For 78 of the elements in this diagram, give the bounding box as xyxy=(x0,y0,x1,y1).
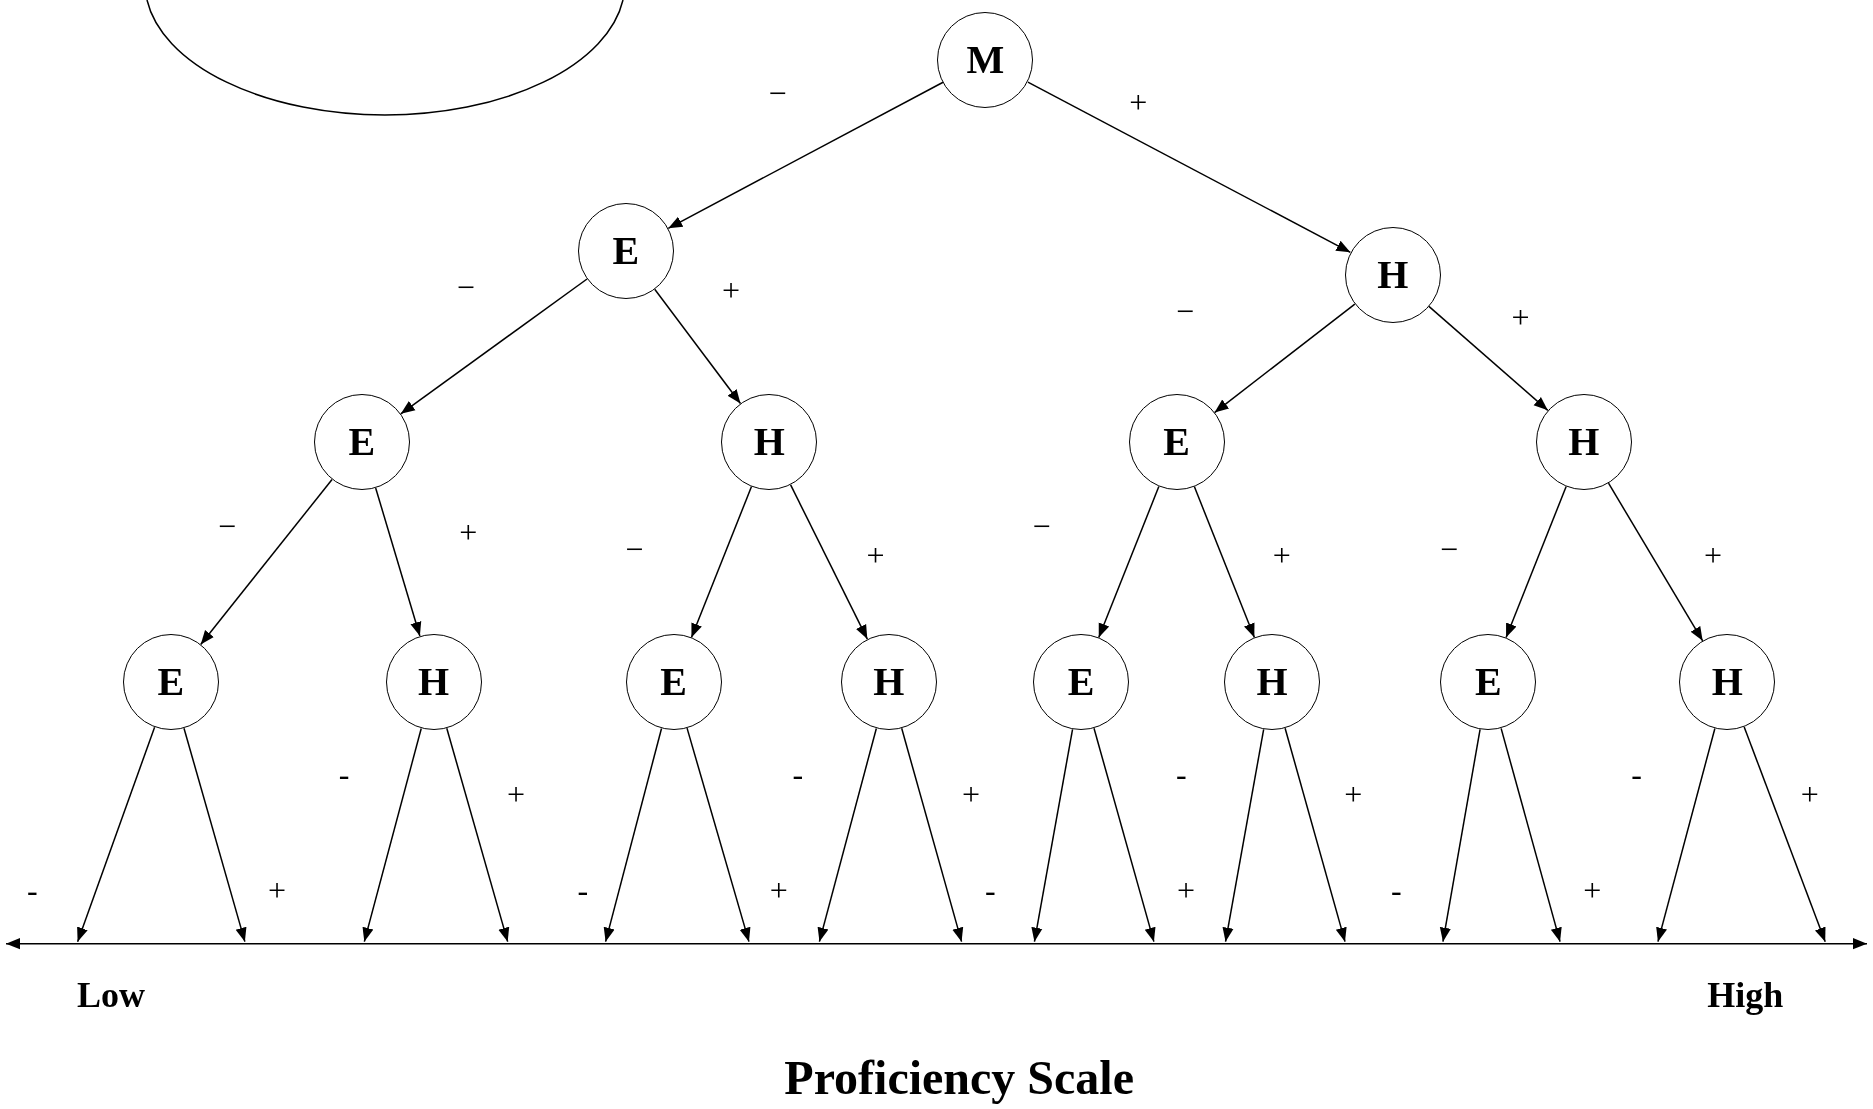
arrow xyxy=(183,727,247,943)
arrow xyxy=(603,727,663,943)
edge-label: − xyxy=(1175,294,1194,327)
edge-label: − xyxy=(217,509,236,542)
edge-label: − xyxy=(768,77,787,110)
edge-label: + xyxy=(507,778,526,811)
arrow xyxy=(1439,728,1481,943)
edge-label: − xyxy=(1439,533,1458,566)
edge-label: + xyxy=(1703,539,1722,572)
scale-end-label: High xyxy=(1707,977,1784,1013)
node-letter: E xyxy=(612,230,640,271)
node-letter: E xyxy=(157,662,185,703)
arrow xyxy=(686,727,751,943)
arrow xyxy=(690,485,753,639)
edge-label: + xyxy=(459,515,478,548)
node-letter: H xyxy=(1256,662,1288,703)
arrow xyxy=(1505,485,1567,639)
node-letter: E xyxy=(1163,421,1190,462)
edge-label: − xyxy=(456,270,475,303)
edge-label: + xyxy=(268,873,287,906)
node-letter: H xyxy=(1568,421,1600,462)
arrow xyxy=(1213,303,1356,414)
arrow xyxy=(1656,727,1716,943)
arrow xyxy=(1193,485,1256,639)
node-letter: H xyxy=(418,662,450,703)
edge-label: - xyxy=(577,873,589,906)
node-letter: H xyxy=(1377,254,1409,295)
node-letter: H xyxy=(753,421,785,462)
arrow xyxy=(1743,726,1826,943)
node-letter: E xyxy=(1475,662,1502,703)
node-letter: E xyxy=(348,421,376,462)
arrow xyxy=(400,278,588,415)
arrow xyxy=(1500,727,1562,943)
node-letter: E xyxy=(1067,662,1095,703)
edge-label: + xyxy=(866,539,885,572)
edge-label: - xyxy=(338,758,350,791)
edge-label: − xyxy=(1032,509,1051,542)
arrow xyxy=(1607,482,1704,642)
edge-label: + xyxy=(769,873,788,906)
edge-label: - xyxy=(1631,758,1642,791)
arrow xyxy=(653,288,742,405)
edge-label: − xyxy=(625,533,644,566)
arrow xyxy=(1027,81,1352,254)
node-letter: M xyxy=(966,39,1005,80)
arrow xyxy=(1093,727,1156,943)
arrow xyxy=(76,726,156,943)
edge-label: + xyxy=(1511,300,1530,333)
arrow xyxy=(1031,728,1074,943)
arrow xyxy=(1222,728,1265,943)
edge-label: - xyxy=(984,873,996,906)
node-letter: H xyxy=(1711,662,1743,703)
node-letter: E xyxy=(660,662,688,703)
edge-label: + xyxy=(1583,873,1602,906)
edge-label: - xyxy=(792,758,804,791)
arrow xyxy=(667,81,944,230)
edge-label: - xyxy=(26,873,38,906)
arrow xyxy=(900,727,964,943)
arrow xyxy=(199,478,333,646)
arrow xyxy=(446,727,510,943)
scale-end-label: Low xyxy=(77,977,146,1013)
edge-label: + xyxy=(962,778,981,811)
edge-label: + xyxy=(1344,778,1363,811)
arrow xyxy=(374,487,422,637)
arrow xyxy=(1284,727,1347,943)
arrow xyxy=(789,484,869,640)
caption: Proficiency Scale xyxy=(784,1054,1134,1102)
edge-label: + xyxy=(1272,539,1291,572)
edge-label: + xyxy=(722,274,741,307)
node-letter: H xyxy=(873,662,905,703)
edge-label: + xyxy=(1129,85,1148,118)
arrow xyxy=(362,727,422,943)
edge-label: + xyxy=(1177,873,1196,906)
arrow xyxy=(1428,305,1549,412)
edge-label: - xyxy=(1176,758,1187,791)
edge-label: - xyxy=(1391,873,1402,906)
arrow xyxy=(817,727,878,943)
arrow xyxy=(1098,485,1160,639)
edge-label: + xyxy=(1800,778,1819,811)
